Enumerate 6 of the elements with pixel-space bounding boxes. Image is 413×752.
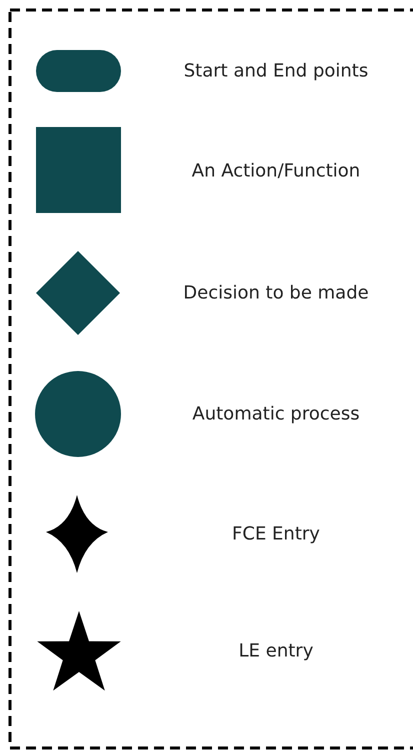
legend-label: LE entry [238,640,314,662]
legend-label: FCE Entry [232,524,320,544]
legend-label: An Action/Function [192,160,360,182]
legend-label: Automatic process [192,404,360,424]
legend-label: Decision to be made [183,282,369,304]
legend-label: Start and End points [184,60,368,82]
